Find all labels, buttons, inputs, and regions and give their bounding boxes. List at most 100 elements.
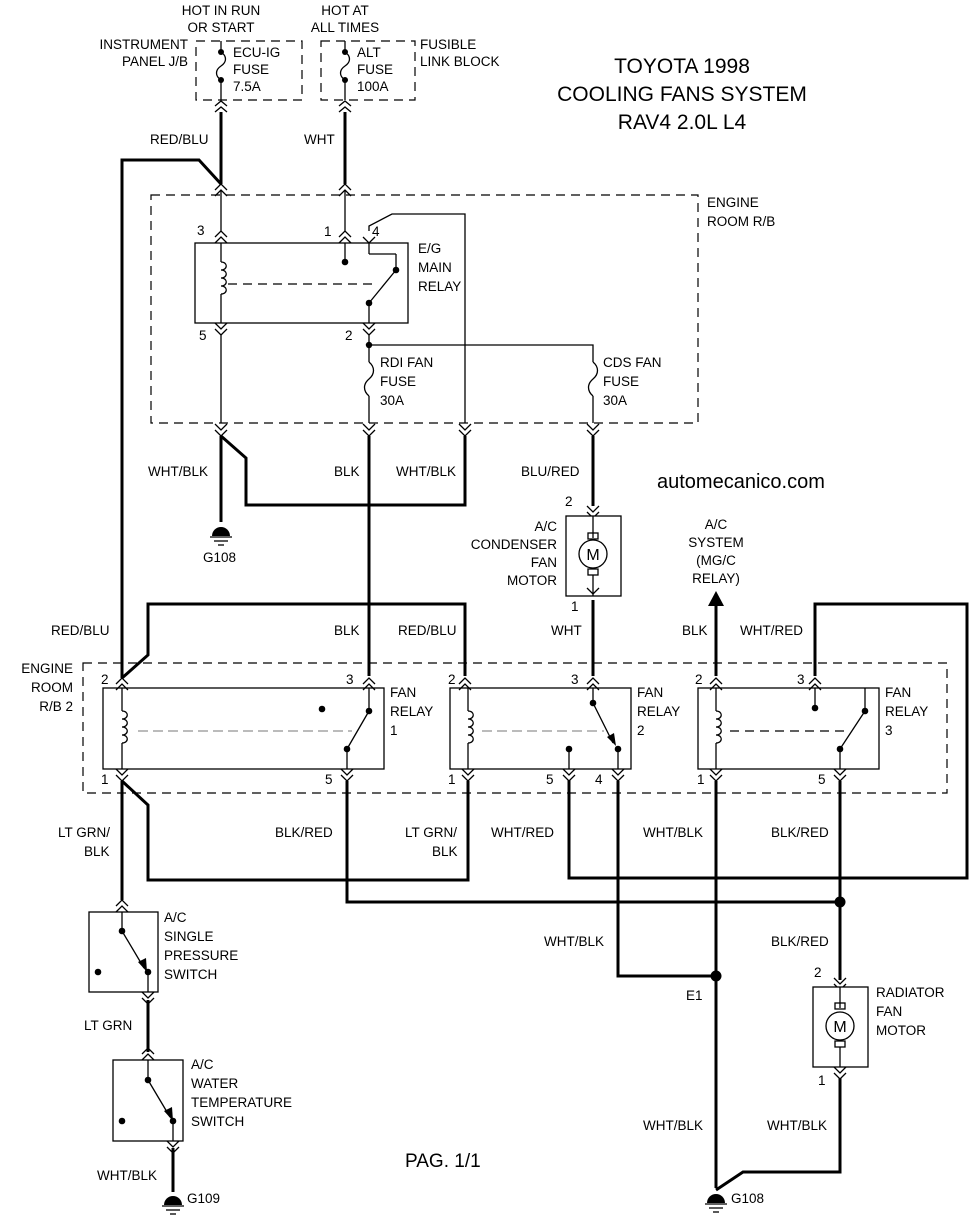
pressure-switch-label-1: A/C xyxy=(164,910,187,925)
wire-label-wht-blk-g109: WHT/BLK xyxy=(97,1168,157,1183)
fan-relay-1: FAN RELAY 1 xyxy=(102,685,433,770)
main-relay-pin-3: 3 xyxy=(197,223,205,238)
wire-label-wht-top: WHT xyxy=(304,132,335,147)
water-switch-label-3: TEMPERATURE xyxy=(191,1095,292,1110)
cds-fuse-label-1: CDS FAN xyxy=(603,355,662,370)
watermark: automecanico.com xyxy=(657,471,825,493)
ground-g108-lower: G108 xyxy=(705,1191,764,1213)
rad-motor-label-3: MOTOR xyxy=(876,1023,926,1038)
wire-label-wht-blk-e1: WHT/BLK xyxy=(643,1118,703,1133)
splice-e1-label: E1 xyxy=(686,988,703,1003)
hot-run-label-1: HOT IN RUN xyxy=(182,3,261,18)
ground-g109-label: G109 xyxy=(187,1191,220,1206)
relay2-pin-4: 4 xyxy=(595,772,603,787)
cds-fuse-label-3: 30A xyxy=(603,393,627,408)
ground-g108-label-lower: G108 xyxy=(731,1191,764,1206)
rdi-fuse-label-2: FUSE xyxy=(380,374,416,389)
ac-system-mgc-relay: A/C SYSTEM (MG/C RELAY) xyxy=(688,517,744,606)
wire-label-wht-blk-pin4: WHT/BLK xyxy=(396,464,456,479)
wire-label-red-blu-top: RED/BLU xyxy=(150,132,209,147)
relay2-pin-2: 2 xyxy=(448,672,456,687)
relay1-pin-2: 2 xyxy=(101,672,109,687)
relay3-pin-1: 1 xyxy=(697,772,705,787)
pressure-switch-label-4: SWITCH xyxy=(164,967,217,982)
power-source-labels: HOT IN RUN OR START HOT AT ALL TIMES INS… xyxy=(100,3,500,69)
wire-label-blu-red: BLU/RED xyxy=(521,464,580,479)
fusible-link-block-box xyxy=(320,40,416,101)
ecu-fuse-label-1: ECU-IG xyxy=(233,45,280,60)
ecu-fuse-label-2: FUSE xyxy=(233,62,269,77)
fan-relay-pin-numbers: 2 3 1 5 2 3 1 5 4 2 3 1 5 xyxy=(101,672,826,787)
rdi-fan-fuse: RDI FAN FUSE 30A xyxy=(363,355,433,423)
fan-relay-1-label-3: 1 xyxy=(390,723,398,738)
ground-g108-label-upper: G108 xyxy=(203,550,236,565)
ecu-fuse-label-3: 7.5A xyxy=(233,79,261,94)
relay3-pin-5: 5 xyxy=(818,772,826,787)
rad-motor-pin-2: 2 xyxy=(814,965,822,980)
acsys-label-2: SYSTEM xyxy=(688,535,744,550)
wire-label-wht-blk-relay2-pin4: WHT/BLK xyxy=(544,934,604,949)
fan-relay-2-label-1: FAN xyxy=(637,685,663,700)
hot-all-label-2: ALL TIMES xyxy=(311,20,379,35)
lower-wires xyxy=(120,779,846,1192)
relay3-pin-3: 3 xyxy=(797,672,805,687)
wire-label-red-blu-relay2: RED/BLU xyxy=(398,623,457,638)
wire-label-ltgrn-blk-2a: LT GRN/ xyxy=(405,825,457,840)
water-switch-label-1: A/C xyxy=(191,1057,214,1072)
fan-relay-3-label-2: RELAY xyxy=(885,704,928,719)
wire-label-blk-red-relay3: BLK/RED xyxy=(771,825,829,840)
instrument-panel-jb-box xyxy=(195,40,303,101)
acsys-label-4: RELAY) xyxy=(692,571,740,586)
main-relay-pin-4: 4 xyxy=(372,224,380,239)
hot-run-label-2: OR START xyxy=(187,20,254,35)
wire-label-wht-red-relay2: WHT/RED xyxy=(491,825,554,840)
cond-motor-m: M xyxy=(586,547,599,564)
cond-label-3: FAN xyxy=(531,555,557,570)
ecu-ig-fuse: ECU-IG FUSE 7.5A xyxy=(215,41,280,100)
rdi-fuse-label-1: RDI FAN xyxy=(380,355,433,370)
fusible-link-label-2: LINK BLOCK xyxy=(420,54,500,69)
rad-motor-symbol xyxy=(825,1011,855,1041)
wire-wht-red-loop xyxy=(567,602,969,880)
wire-label-blk-acsys: BLK xyxy=(682,623,708,638)
water-switch-label-2: WATER xyxy=(191,1076,238,1091)
rad-motor-pin-1: 1 xyxy=(818,1073,826,1088)
wire-label-blk-red-radiator: BLK/RED xyxy=(771,934,829,949)
ac-water-temperature-switch: A/C WATER TEMPERATURE SWITCH xyxy=(112,1047,292,1154)
relay1-pin-5: 5 xyxy=(325,772,333,787)
relay1-pin-1: 1 xyxy=(101,772,109,787)
relay3-pin-2: 2 xyxy=(695,672,703,687)
wire-label-lt-grn: LT GRN xyxy=(84,1018,132,1033)
cond-label-4: MOTOR xyxy=(507,573,557,588)
engine-room-rb-label-2: ROOM R/B xyxy=(707,214,775,229)
main-relay-label-3: RELAY xyxy=(418,279,461,294)
fusible-link-label-1: FUSIBLE xyxy=(420,37,476,52)
ground-g108-upper: G108 xyxy=(203,527,236,565)
relay2-pin-1: 1 xyxy=(448,772,456,787)
main-relay-label-1: E/G xyxy=(418,241,441,256)
alt-fuse: ALT FUSE 100A xyxy=(339,41,393,100)
eg-main-relay: E/G MAIN RELAY xyxy=(194,241,461,324)
rad-motor-m: M xyxy=(833,1019,846,1036)
alt-fuse-label-3: 100A xyxy=(357,79,389,94)
cond-motor-pin-2: 2 xyxy=(565,494,573,509)
cds-feed-line xyxy=(369,344,594,362)
diagram-title: TOYOTA 1998 COOLING FANS SYSTEM RAV4 2.0… xyxy=(557,55,807,134)
relay2-pin-5: 5 xyxy=(546,772,554,787)
instrument-panel-label-2: PANEL J/B xyxy=(122,54,188,69)
wire-label-blk-red-relay1: BLK/RED xyxy=(275,825,333,840)
cond-motor-symbol xyxy=(578,539,608,569)
main-relay-pin-1: 1 xyxy=(324,224,332,239)
rad-motor-label-2: FAN xyxy=(876,1004,902,1019)
cond-label-2: CONDENSER xyxy=(471,537,558,552)
title-line-2: COOLING FANS SYSTEM xyxy=(557,83,807,106)
alt-fuse-label-1: ALT xyxy=(357,45,381,60)
cond-label-1: A/C xyxy=(534,519,557,534)
fuse-block-connectors xyxy=(214,100,352,113)
radiator-fan-motor: 2 M 1 RADIATOR FAN MOTOR xyxy=(812,965,945,1088)
relay1-pin-3: 3 xyxy=(346,672,354,687)
alt-fuse-label-2: FUSE xyxy=(357,62,393,77)
fan-relay-1-label-2: RELAY xyxy=(390,704,433,719)
